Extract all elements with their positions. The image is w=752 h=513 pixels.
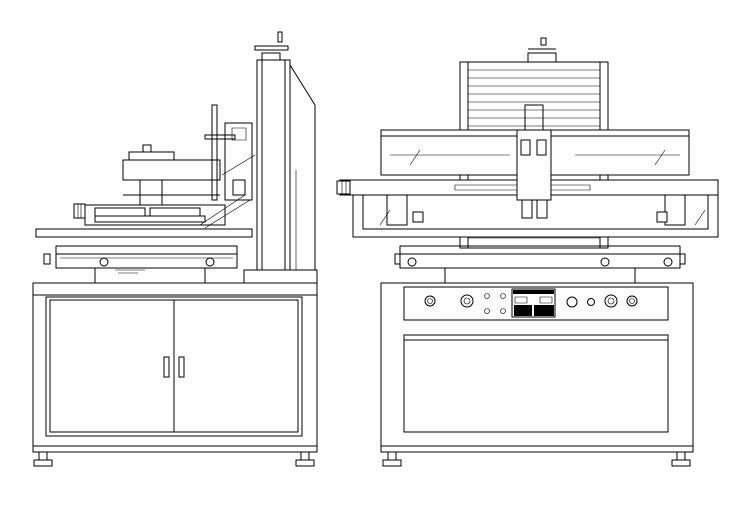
control-panel — [404, 287, 668, 320]
front-carriage — [517, 105, 551, 218]
side-column — [244, 32, 317, 283]
side-base-cabinet — [33, 283, 317, 466]
side-platen — [44, 246, 237, 283]
front-view — [337, 38, 718, 466]
knob-1 — [425, 296, 435, 306]
door-handle-left — [164, 357, 169, 377]
control-panel-controls — [425, 289, 637, 317]
top-knob — [278, 32, 282, 42]
knob-5 — [605, 295, 617, 307]
side-print-head — [36, 105, 255, 237]
knob-4 — [588, 299, 595, 306]
knob-2 — [461, 295, 473, 307]
side-feet — [34, 452, 314, 466]
front-base-cabinet — [381, 283, 693, 466]
side-view — [33, 32, 317, 466]
knob-6 — [627, 296, 637, 306]
platen-knob — [44, 254, 50, 264]
front-platen — [395, 246, 685, 283]
front-feet — [383, 452, 690, 466]
door-handle-right — [179, 357, 184, 377]
knob-3 — [567, 297, 577, 307]
display-panel — [512, 289, 555, 317]
